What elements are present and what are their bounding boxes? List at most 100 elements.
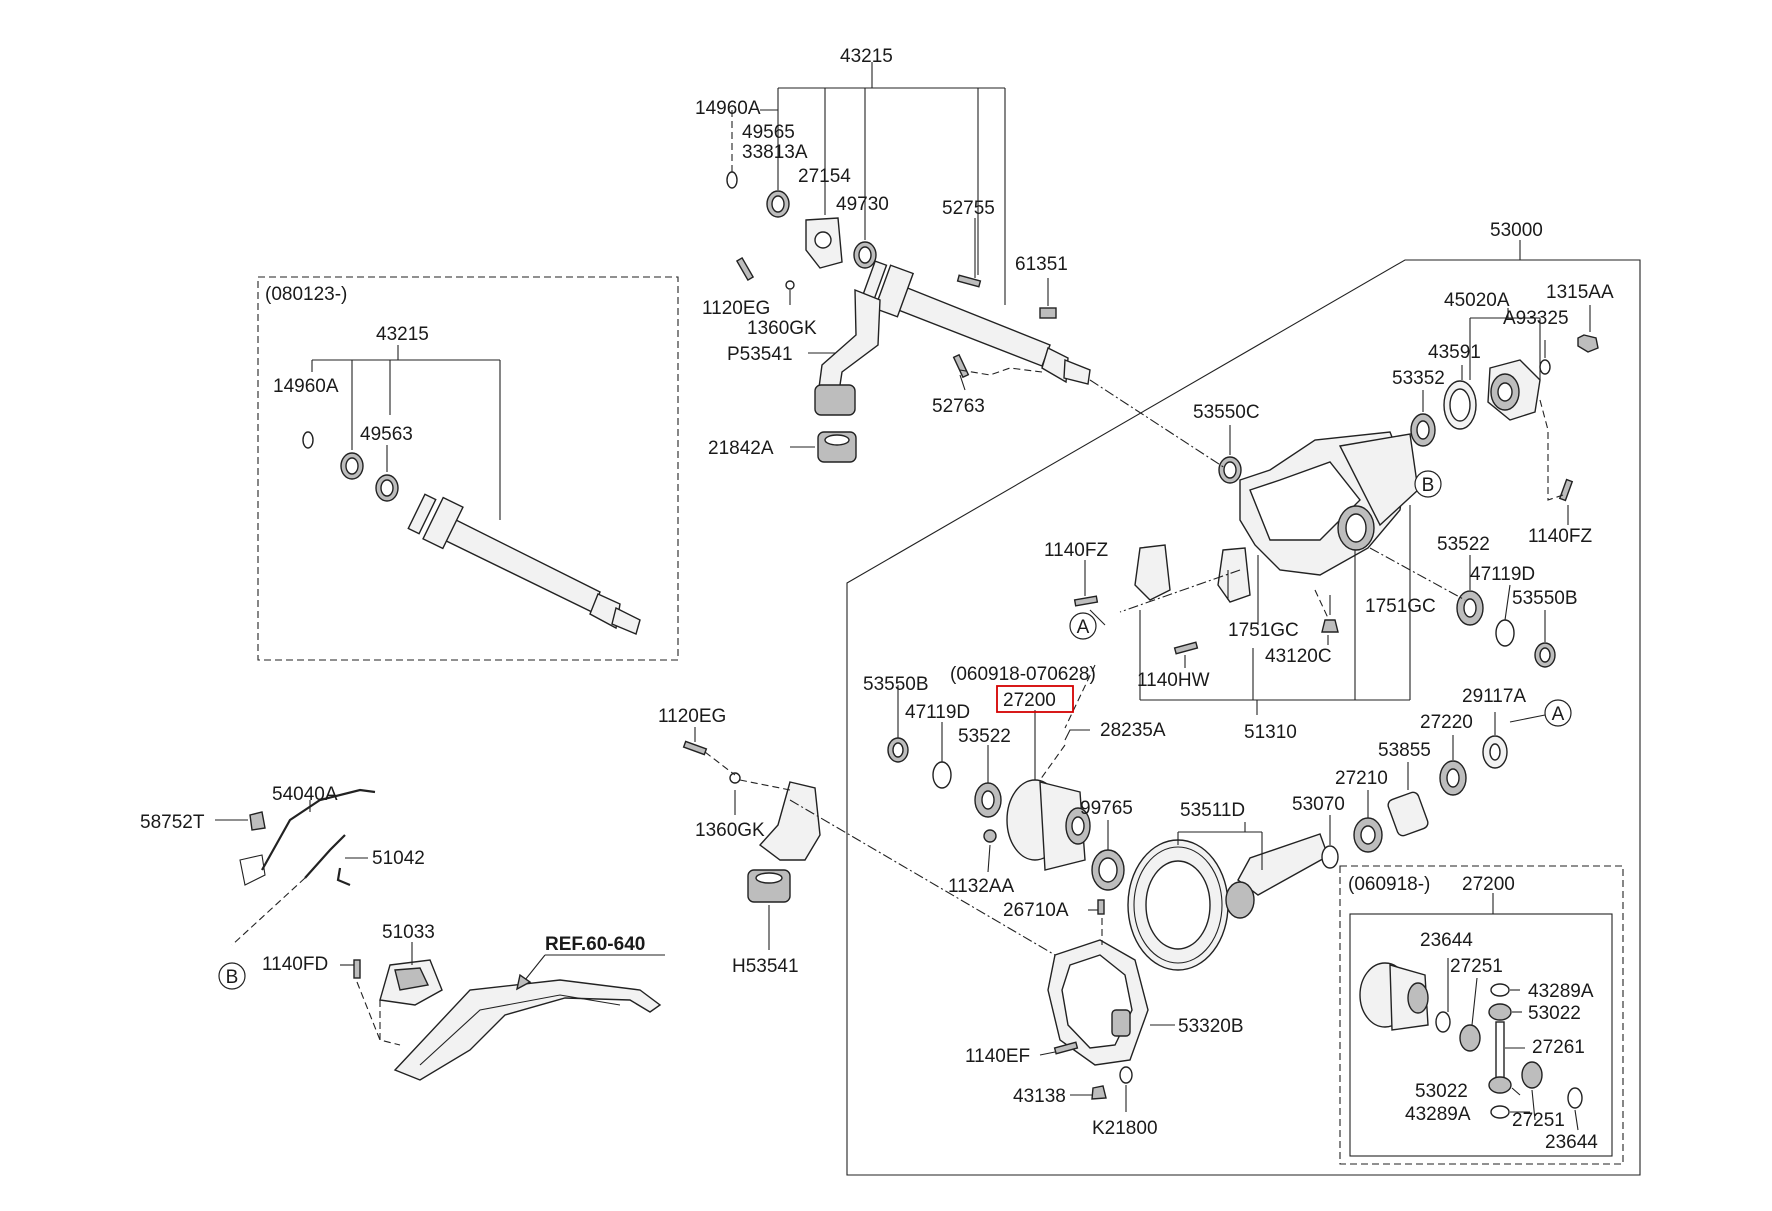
washer-23644-top [1435,1011,1451,1033]
label-080123[interactable]: (080123-) [265,284,347,305]
callout-A-left[interactable]: A [1069,612,1097,640]
label-P53541[interactable]: P53541 [727,344,793,365]
label-45020A[interactable]: 45020A [1444,290,1510,311]
ring-14960A-inset [302,431,314,449]
label-49563[interactable]: 49563 [360,424,413,445]
label-A93325[interactable]: A93325 [1503,308,1569,329]
label-49565[interactable]: 49565 [742,122,795,143]
label-53320B[interactable]: 53320B [1178,1016,1244,1037]
label-27210[interactable]: 27210 [1335,768,1388,789]
label-43215-inset[interactable]: 43215 [376,324,429,345]
seal-53550B-right [1534,642,1556,668]
washer-A93325 [1539,359,1551,375]
flange-45020A [1487,359,1541,421]
plug-43120C [1321,619,1339,633]
label-27200-main[interactable]: 27200 [1003,690,1056,711]
label-1751GC-mid[interactable]: 1751GC [1228,620,1299,641]
label-49730[interactable]: 49730 [836,194,889,215]
seal-33813A [766,190,790,218]
label-51033[interactable]: 51033 [382,922,435,943]
label-61351[interactable]: 61351 [1015,254,1068,275]
label-53550B-left[interactable]: 53550B [863,674,929,695]
label-23644-bot[interactable]: 23644 [1545,1132,1598,1153]
callout-B-top[interactable]: B [1414,470,1442,498]
label-53022-bot[interactable]: 53022 [1415,1081,1468,1102]
part-labels: 43215 14960A 49565 33813A 27154 49730 52… [140,46,1614,1153]
label-27251-top[interactable]: 27251 [1450,956,1503,977]
label-47119D-right[interactable]: 47119D [1470,564,1535,585]
label-53522-left[interactable]: 53522 [958,726,1011,747]
label-1360GK-mid[interactable]: 1360GK [695,820,765,841]
label-26710A[interactable]: 26710A [1003,900,1069,921]
label-1140FD[interactable]: 1140FD [262,954,328,975]
label-1132AA[interactable]: 1132AA [948,876,1015,897]
label-53070[interactable]: 53070 [1292,794,1345,815]
label-52755[interactable]: 52755 [942,198,995,219]
label-060918-070628[interactable]: (060918-070628) [950,664,1096,685]
label-33813A[interactable]: 33813A [742,142,808,163]
bushing-top-bracket [814,384,856,416]
label-14960A-top[interactable]: 14960A [695,98,761,119]
label-27220[interactable]: 27220 [1420,712,1473,733]
label-1140HW[interactable]: 1140HW [1137,670,1210,691]
gear-27251-top [1459,1024,1481,1052]
label-53550B-right[interactable]: 53550B [1512,588,1578,609]
label-51042[interactable]: 51042 [372,848,425,869]
bolt-1120EG-mid [682,740,708,756]
label-51310[interactable]: 51310 [1244,722,1297,743]
bearing-27220 [1439,760,1467,796]
label-43591[interactable]: 43591 [1428,342,1481,363]
label-14960A-inset[interactable]: 14960A [273,376,339,397]
label-54040A[interactable]: 54040A [272,784,338,805]
label-27261[interactable]: 27261 [1532,1037,1585,1058]
bearing-53522-left [974,782,1002,818]
diff-case-27200 [1006,779,1091,871]
callout-B-left[interactable]: B [218,962,246,990]
label-43289A-bot[interactable]: 43289A [1405,1104,1471,1125]
label-53550C[interactable]: 53550C [1193,402,1260,423]
label-43215-top[interactable]: 43215 [840,46,893,67]
label-43138[interactable]: 43138 [1013,1086,1066,1107]
bearing-27210 [1353,817,1383,853]
label-27154[interactable]: 27154 [798,166,851,187]
washer-1360GK-mid [729,772,741,784]
label-58752T[interactable]: 58752T [140,812,205,833]
label-1120EG-top[interactable]: 1120EG [702,298,770,319]
label-28235A[interactable]: 28235A [1100,720,1166,741]
label-43120C[interactable]: 43120C [1265,646,1332,667]
bracket-51033 [379,959,443,1006]
label-47119D-left[interactable]: 47119D [905,702,970,723]
label-53352[interactable]: 53352 [1392,368,1445,389]
label-29117A[interactable]: 29117A [1462,686,1526,707]
label-1315AA[interactable]: 1315AA [1546,282,1614,303]
label-21842A[interactable]: 21842A [708,438,774,459]
propeller-shaft-inset [407,493,641,635]
yoke-27154 [805,217,843,269]
label-1140FZ-left[interactable]: 1140FZ [1044,540,1108,561]
label-1120EG-mid[interactable]: 1120EG [658,706,726,727]
label-K21800[interactable]: K21800 [1092,1118,1158,1139]
label-ref-60-640[interactable]: REF.60-640 [545,934,645,955]
shaft-27261 [1495,1021,1505,1081]
label-43289A-top[interactable]: 43289A [1528,981,1594,1002]
label-1140FZ-right[interactable]: 1140FZ [1528,526,1592,547]
label-1751GC-right[interactable]: 1751GC [1365,596,1436,617]
diff-case-inset [1359,962,1429,1031]
bearing-49563 [375,474,399,502]
label-53855[interactable]: 53855 [1378,740,1431,761]
label-27200-inset[interactable]: 27200 [1462,874,1515,895]
seal-53550B-left [887,737,909,763]
label-99765[interactable]: 99765 [1080,798,1133,819]
label-H53541[interactable]: H53541 [732,956,799,977]
label-52763[interactable]: 52763 [932,396,985,417]
callout-A-top[interactable]: A [1544,699,1572,727]
label-27251-bot[interactable]: 27251 [1512,1110,1565,1131]
label-1360GK-top[interactable]: 1360GK [747,318,817,339]
label-53022-top[interactable]: 53022 [1528,1003,1581,1024]
label-060918-inset[interactable]: (060918-) [1348,874,1430,895]
label-53000[interactable]: 53000 [1490,220,1543,241]
label-1140EF[interactable]: 1140EF [965,1046,1030,1067]
label-53511D[interactable]: 53511D [1180,800,1245,821]
label-53522-right[interactable]: 53522 [1437,534,1490,555]
label-23644-top[interactable]: 23644 [1420,930,1473,951]
